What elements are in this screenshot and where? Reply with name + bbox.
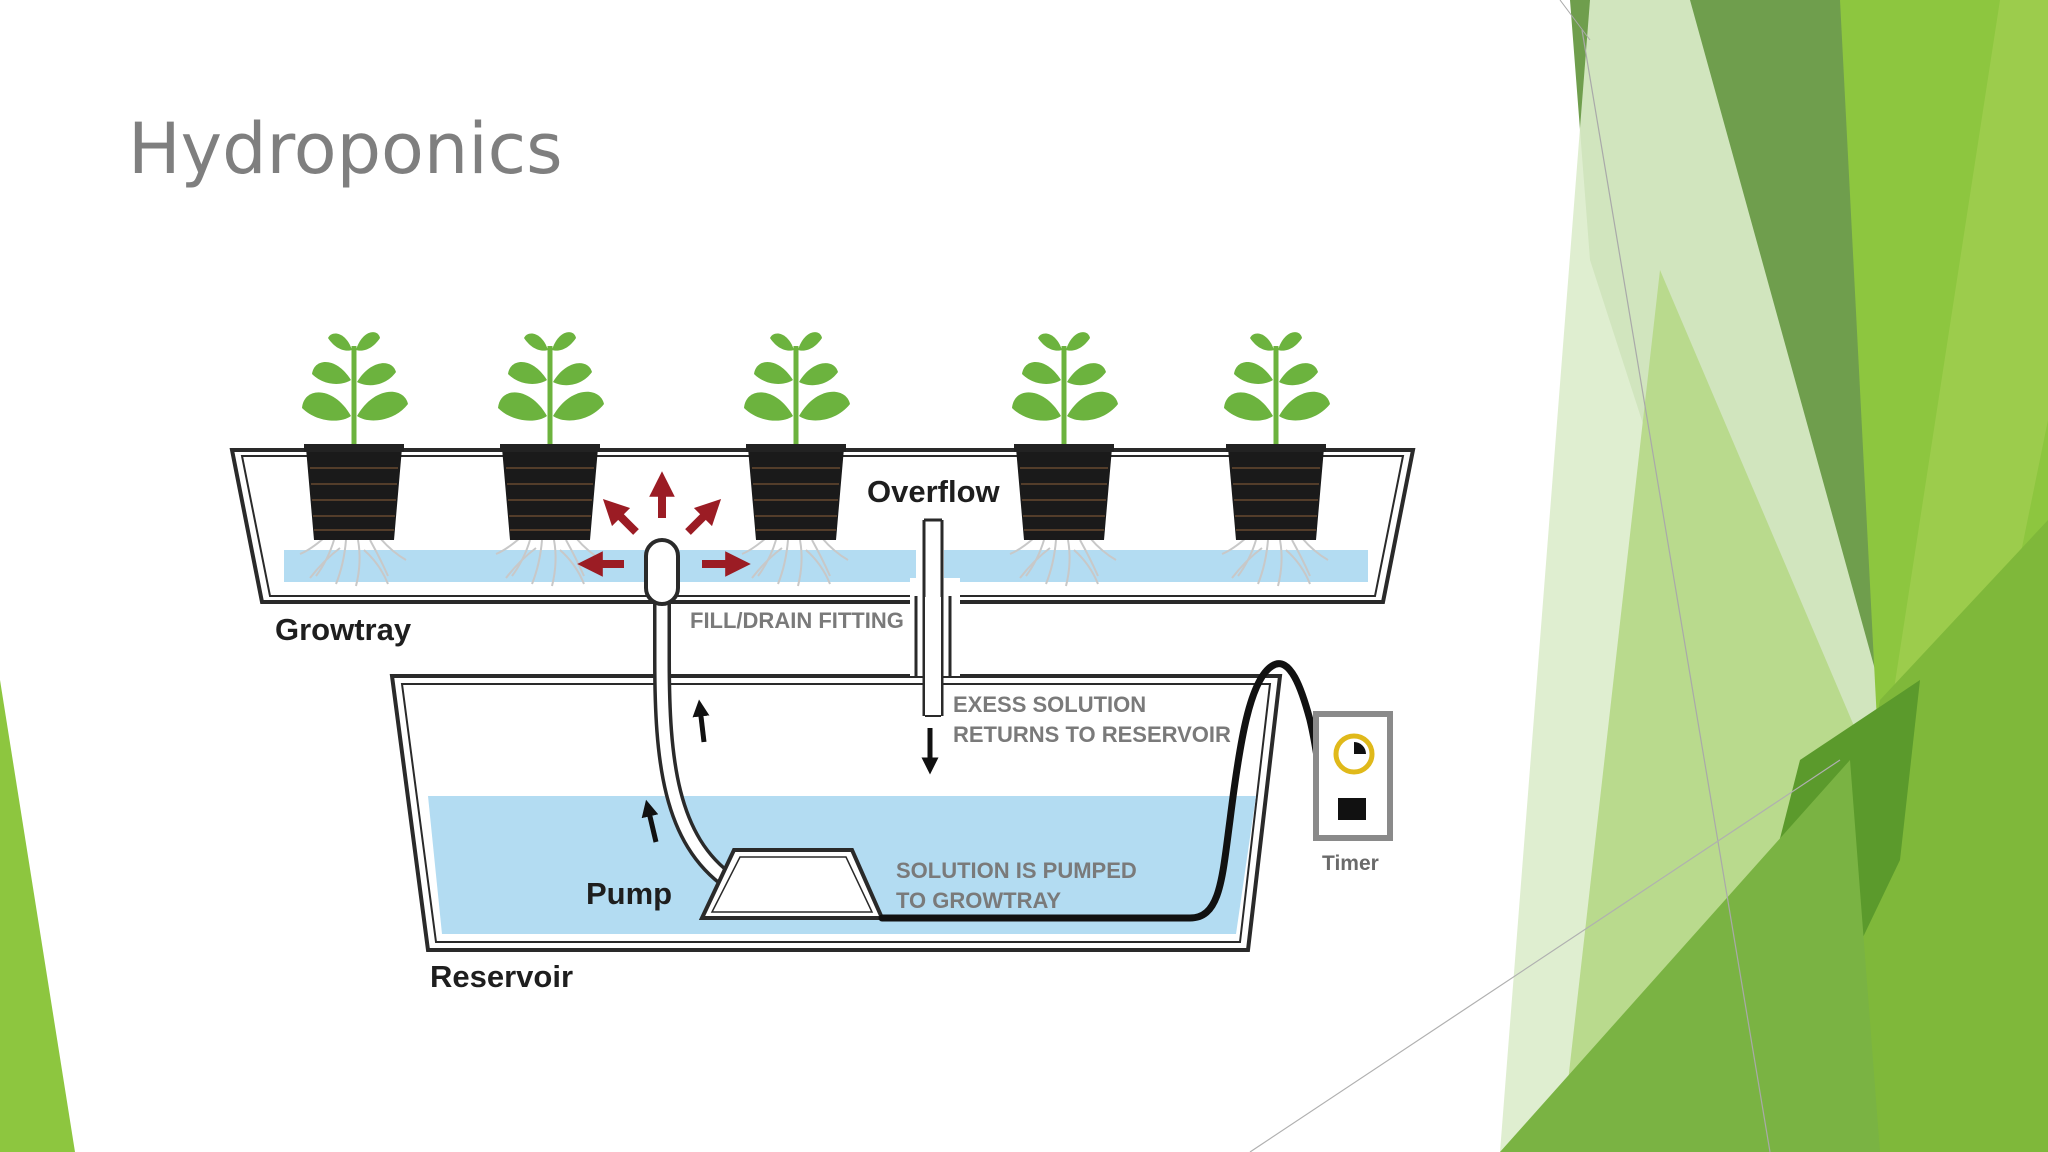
label-timer: Timer bbox=[1322, 852, 1379, 875]
black-flow-arrows bbox=[641, 699, 939, 843]
arrow-up-reservoir-icon bbox=[641, 799, 659, 843]
label-pump: Pump bbox=[586, 876, 672, 911]
arrow-up-right-icon bbox=[685, 498, 722, 535]
red-flow-arrows bbox=[577, 471, 751, 577]
right-facet-low bbox=[1500, 760, 1880, 1152]
left-green-accent bbox=[0, 680, 75, 1152]
timer bbox=[1313, 711, 1393, 841]
arrow-up-tube-icon bbox=[692, 699, 710, 743]
overflow-pipe bbox=[910, 518, 960, 717]
fill-drain-fitting bbox=[644, 538, 680, 606]
growtray-water-right bbox=[944, 550, 1368, 582]
label-pumped-line2: TO GROWTRAY bbox=[896, 888, 1061, 913]
pump-tube bbox=[644, 538, 739, 891]
deco-line-2 bbox=[1249, 759, 1841, 1152]
reservoir bbox=[389, 674, 1283, 952]
label-excess-line2: RETURNS TO RESERVOIR bbox=[953, 722, 1231, 747]
deco-line-1 bbox=[1581, 29, 1771, 1152]
label-growtray: Growtray bbox=[275, 612, 412, 647]
label-fill-drain: FILL/DRAIN FITTING bbox=[690, 608, 904, 633]
label-excess-line1: EXESS SOLUTION bbox=[953, 692, 1146, 717]
pump bbox=[698, 848, 886, 920]
slide-title: Hydroponics bbox=[128, 108, 563, 190]
label-reservoir: Reservoir bbox=[430, 959, 573, 994]
label-pumped-line1: SOLUTION IS PUMPED bbox=[896, 858, 1137, 883]
deco-line-3 bbox=[1559, 0, 1591, 41]
label-overflow: Overflow bbox=[867, 474, 1001, 509]
timer-plug-icon bbox=[1338, 798, 1366, 820]
arrow-up-left-icon bbox=[602, 498, 639, 535]
